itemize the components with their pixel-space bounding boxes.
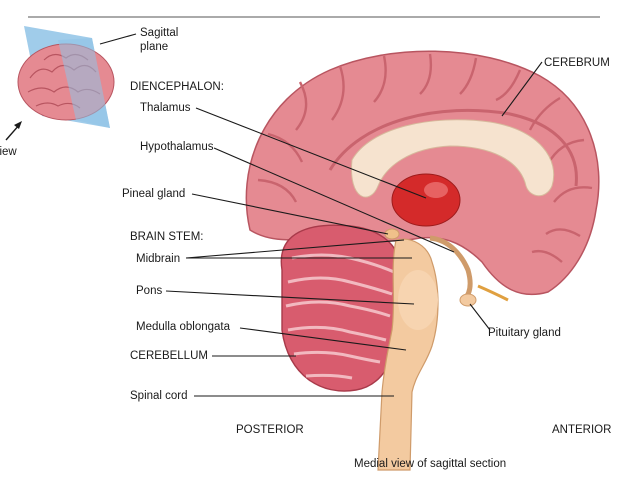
cerebellum-label: CEREBELLUM [130, 350, 208, 362]
corpus-callosum [351, 119, 555, 198]
caption: Medial view of sagittal section [354, 458, 506, 470]
medulla-oblongata-label: Medulla oblongata [136, 321, 231, 333]
thalamus-leader [195, 107, 427, 199]
pons-label: Pons [136, 285, 162, 297]
midbrain-label: Midbrain [136, 253, 180, 265]
hypothalamus-leader [213, 147, 455, 253]
anterior-label: ANTERIOR [552, 424, 611, 436]
pineal-gland-leader [191, 193, 389, 235]
cerebrum-leader [501, 61, 543, 117]
thalamus-shape [391, 173, 461, 227]
cerebrum-label: CEREBRUM [544, 57, 610, 69]
pituitary-gland-leader [469, 303, 491, 331]
view-label: View [0, 146, 17, 158]
pineal-gland-label: Pineal gland [122, 188, 185, 200]
diencephalon-label: DIENCEPHALON: [130, 81, 224, 93]
hypothalamus-label: Hypothalamus [140, 141, 214, 153]
main-brain [245, 50, 600, 471]
inset-brain-thumbnail [17, 26, 115, 128]
pituitary-gland-label: Pituitary gland [488, 327, 561, 339]
midbrain-leader-1 [185, 239, 405, 259]
thalamus-label: Thalamus [140, 102, 191, 114]
sagittal-plane-label: Sagittal [140, 27, 178, 39]
pituitary-shape [459, 293, 477, 307]
medulla-oblongata-leader [239, 327, 407, 351]
spinal-cord-label: Spinal cord [130, 390, 188, 402]
sagittal-plane-label-2: plane [140, 41, 168, 53]
posterior-label: POSTERIOR [236, 424, 304, 436]
brain-stem-label: BRAIN STEM: [130, 231, 203, 243]
pons-leader [165, 290, 415, 305]
